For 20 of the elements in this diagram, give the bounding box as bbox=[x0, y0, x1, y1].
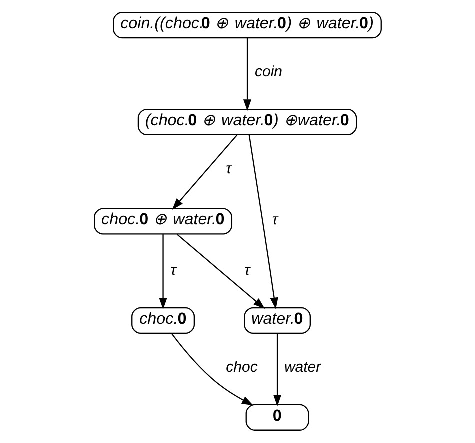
node-box: 0 bbox=[245, 404, 309, 431]
edge-label: τ bbox=[272, 211, 278, 228]
arrow bbox=[172, 134, 238, 210]
arrow bbox=[158, 234, 167, 310]
edge-label: choc bbox=[226, 358, 258, 376]
arrow bbox=[242, 38, 252, 112]
node-box: choc.0 ⊕ water.0 bbox=[94, 208, 232, 235]
arrow bbox=[176, 234, 265, 310]
node-box: water.0 bbox=[244, 307, 310, 334]
node-box: coin.((choc.0 ⊕ water.0) ⊕ water.0) bbox=[112, 12, 382, 39]
edge-label: coin bbox=[254, 64, 282, 81]
arrow bbox=[272, 334, 282, 407]
node-box: choc.0 bbox=[131, 307, 195, 334]
edge-label: τ bbox=[244, 262, 250, 280]
edge-label: water bbox=[284, 358, 321, 376]
arrow bbox=[170, 333, 254, 406]
edge-label: τ bbox=[170, 262, 176, 280]
edge-label: τ bbox=[226, 160, 232, 178]
node-box: (choc.0 ⊕ water.0) ⊕water.0 bbox=[137, 108, 357, 136]
arrow bbox=[248, 135, 278, 310]
